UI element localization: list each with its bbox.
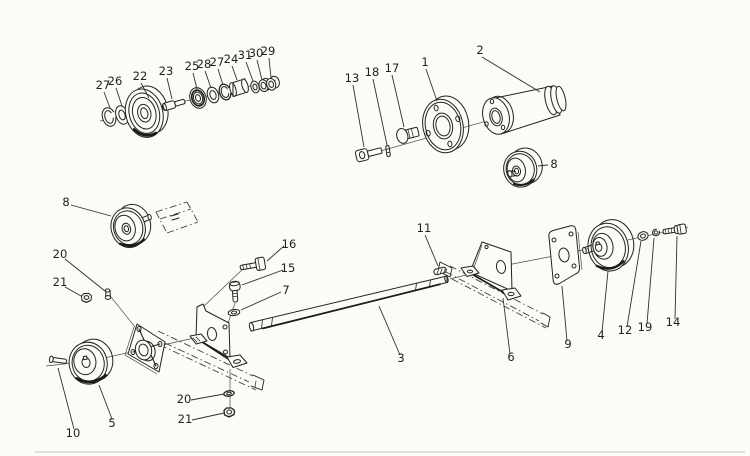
part-bushing-24: [229, 78, 249, 97]
part-nut-29: [266, 75, 280, 91]
part-wheel-8-left: [110, 203, 152, 249]
part-pin-10: [48, 355, 68, 364]
part-bolt-15: [228, 280, 241, 303]
part-washer-7: [227, 308, 241, 317]
part-support-bracket-6: [460, 241, 522, 301]
part-pivot-bolt-17: [396, 126, 420, 144]
callout-29: 29: [261, 44, 276, 58]
part-shaft-3: [248, 275, 449, 332]
callout-2: 2: [476, 43, 483, 57]
callout-27-left: 27: [96, 78, 111, 92]
callout-14: 14: [666, 315, 681, 329]
callout-23: 23: [159, 64, 174, 78]
top-right-roller-assembly: [354, 85, 567, 188]
part-pulley-22: [124, 85, 169, 138]
callout-19: 19: [638, 320, 653, 334]
part-key-11: [433, 266, 447, 276]
top-left-pulley-assembly: [101, 75, 280, 138]
part-bearing-25: [189, 87, 207, 109]
part-lockwasher-19: [651, 228, 661, 237]
callout-labels: 27 26 22 23 25 28 27 24 31 30 29 13 18 1…: [53, 43, 681, 440]
callout-18: 18: [365, 65, 380, 79]
callout-12: 12: [618, 323, 633, 337]
part-bracket-plate-centre: [189, 303, 248, 368]
callout-6: 6: [507, 350, 514, 364]
callout-1: 1: [421, 55, 428, 69]
callout-leader-lines: [57, 56, 678, 430]
callout-30: 30: [249, 46, 264, 60]
callout-21-upper: 21: [53, 275, 68, 289]
part-axle-23: [161, 98, 186, 111]
callout-26: 26: [108, 74, 123, 88]
part-bolt-14: [662, 223, 687, 235]
part-pulley-5: [68, 338, 114, 385]
callout-13: 13: [345, 71, 360, 85]
callout-28: 28: [197, 57, 212, 71]
part-wheel-4: [582, 219, 635, 272]
part-washer-12: [637, 231, 649, 241]
part-mount-plate-9: [548, 225, 583, 285]
callout-20-upper: 20: [53, 247, 68, 261]
callout-7: 7: [282, 283, 289, 297]
frame-rail-ghost-left: [151, 330, 265, 391]
part-washer-31: [250, 80, 260, 94]
callout-25: 25: [185, 59, 200, 73]
part-hub-flange-1: [422, 95, 470, 154]
callout-15: 15: [281, 261, 296, 275]
callout-17: 17: [385, 61, 400, 75]
callout-21-lower: 21: [178, 412, 193, 426]
part-washer-28: [206, 86, 220, 104]
part-circlip-27-right: [218, 83, 233, 101]
callout-8-right: 8: [550, 157, 557, 171]
part-nut-21-upper: [81, 293, 92, 303]
callout-5: 5: [108, 416, 115, 430]
callout-16: 16: [282, 237, 297, 251]
callout-20-lower: 20: [177, 392, 192, 406]
callout-9: 9: [564, 337, 571, 351]
callout-10: 10: [66, 426, 81, 440]
callout-11: 11: [417, 221, 432, 235]
callout-24: 24: [224, 52, 239, 66]
callout-27-right: 27: [210, 55, 225, 69]
part-roller-2: [482, 85, 567, 135]
part-stud-20-upper: [104, 288, 112, 300]
part-wheel-8-right: [503, 147, 543, 188]
callout-3: 3: [397, 351, 404, 365]
callout-31: 31: [238, 48, 253, 62]
part-bearing-flange-housing: [124, 323, 166, 375]
part-washer-20-lower: [223, 390, 235, 397]
part-bolt-16: [239, 256, 267, 271]
part-socket-screw-13: [354, 147, 383, 163]
callout-4: 4: [597, 328, 604, 342]
callout-8-left: 8: [62, 195, 69, 209]
part-pin-18: [385, 145, 391, 157]
frame-channel-ghost-upper: [155, 201, 199, 234]
callout-22: 22: [133, 69, 148, 83]
part-nut-21-lower: [223, 407, 236, 418]
